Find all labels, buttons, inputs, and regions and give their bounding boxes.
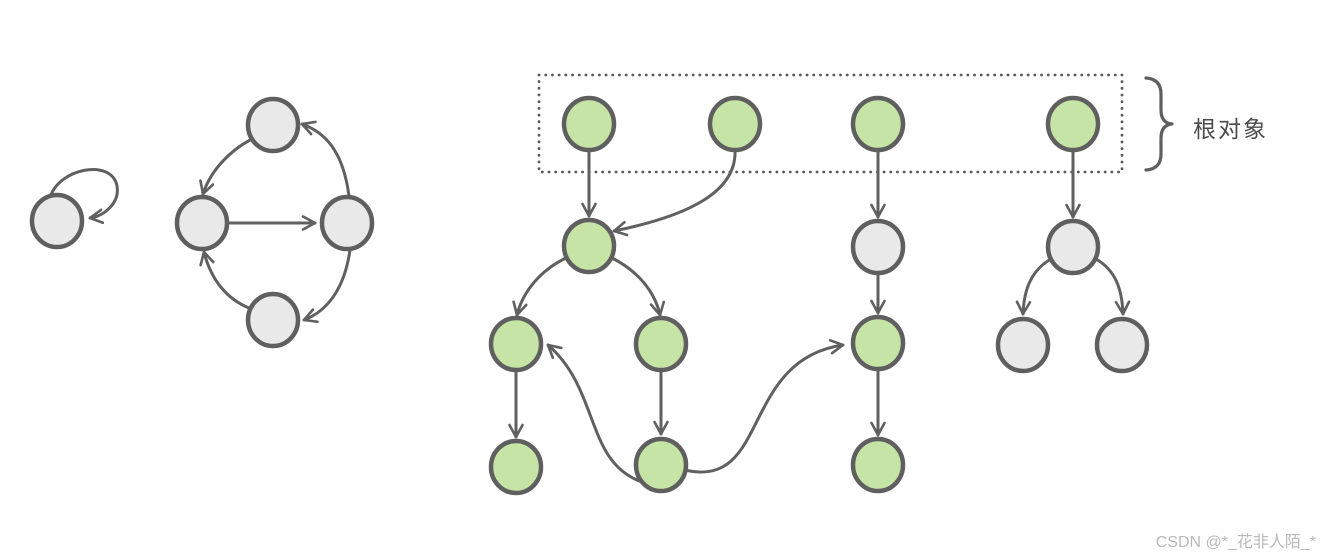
node-root-3 — [850, 95, 906, 153]
node-c1 — [850, 218, 906, 276]
edge-b-right-to-b-bottom — [302, 248, 352, 324]
node-d1 — [1045, 218, 1101, 276]
node-n1 — [561, 217, 617, 275]
edge-n1-to-n2 — [512, 256, 568, 317]
node-n4 — [488, 438, 544, 496]
edge-b-bottom-to-b-left — [199, 250, 251, 310]
edge-b-right-to-b-top — [300, 120, 351, 198]
edge-n5-to-c2 — [683, 339, 845, 474]
node-b-bottom — [245, 291, 301, 349]
node-c2 — [850, 314, 906, 372]
node-n2 — [488, 315, 544, 373]
edge-d1-to-d2 — [1015, 257, 1053, 316]
node-b-top — [245, 96, 301, 154]
node-n3 — [633, 315, 689, 373]
node-root-1 — [561, 95, 617, 153]
node-c3 — [850, 436, 906, 494]
node-n5 — [633, 436, 689, 494]
edge-n5-to-n2 — [546, 343, 644, 484]
node-d2 — [995, 316, 1051, 374]
brace-icon — [1144, 76, 1174, 172]
node-b-right — [319, 194, 375, 252]
node-root-2 — [707, 95, 763, 153]
node-root-4 — [1045, 95, 1101, 153]
watermark-text: CSDN @*_花非人陌_* — [1155, 534, 1316, 551]
root-objects-label: 根对象 — [1193, 116, 1268, 142]
edge-root-2-to-n1 — [612, 148, 737, 237]
edge-n1-to-n3 — [610, 256, 666, 317]
root-objects-box — [537, 73, 1124, 174]
node-b-left — [174, 194, 230, 252]
node-d3 — [1094, 316, 1150, 374]
node-a1 — [29, 192, 85, 250]
edge-b-top-to-b-left — [199, 138, 252, 196]
edge-d1-to-d3 — [1094, 257, 1131, 316]
edge-a1-to-a1 — [48, 168, 119, 225]
